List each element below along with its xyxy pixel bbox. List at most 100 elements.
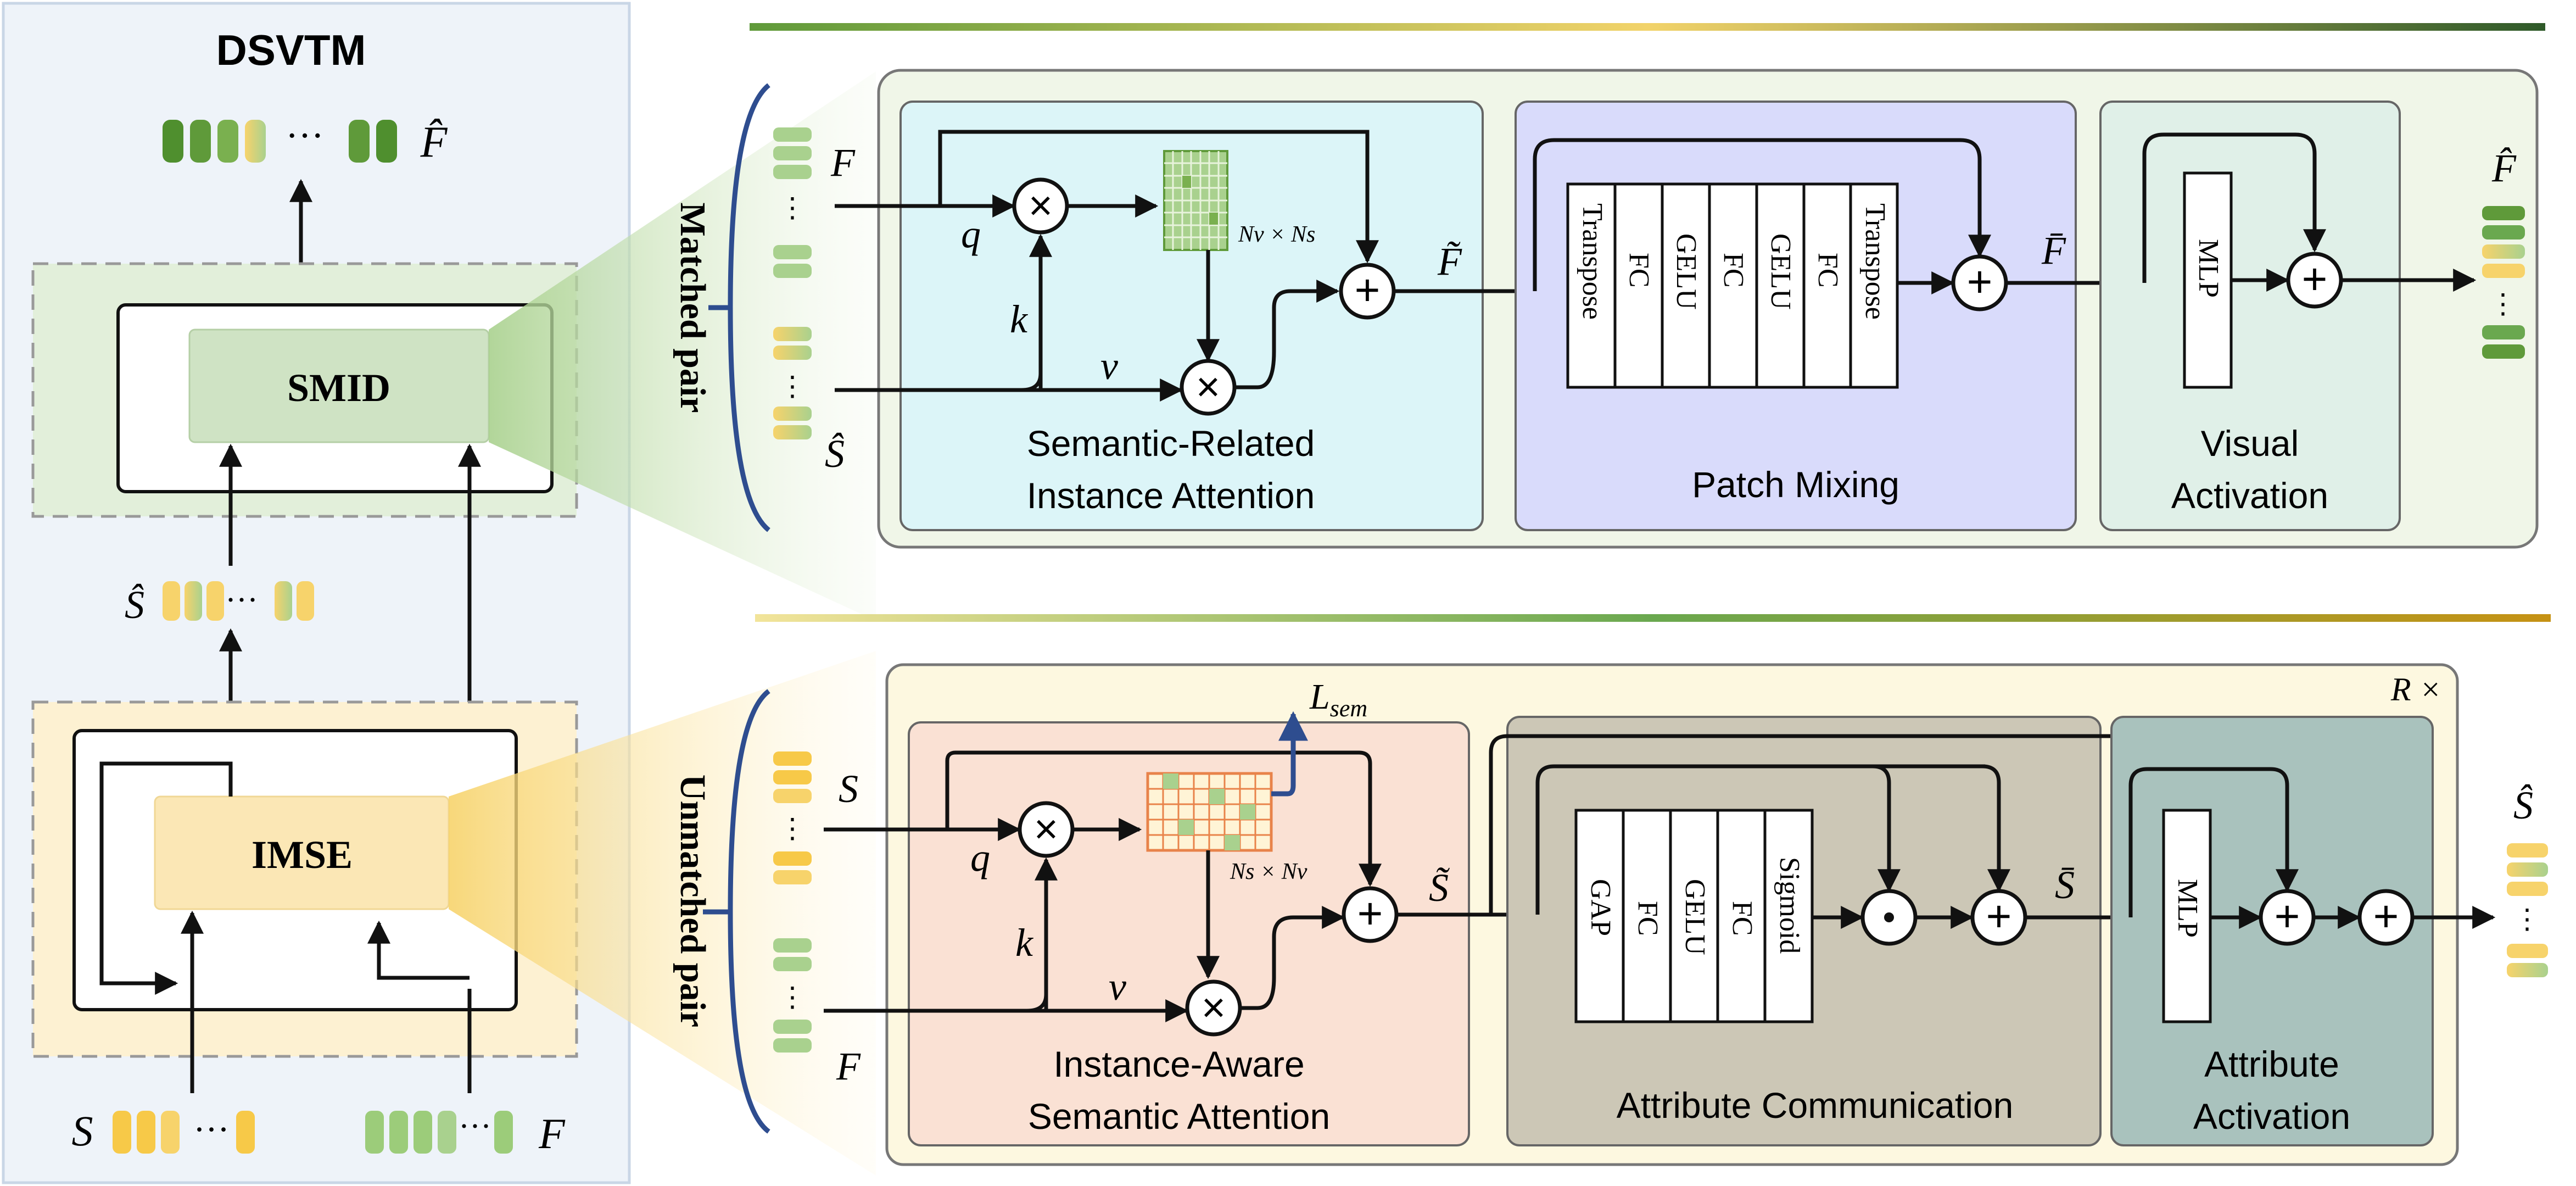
bottom-divider xyxy=(755,614,2551,622)
patch-mixing-title: Patch Mixing xyxy=(1692,464,1899,505)
va-title-line2: Activation xyxy=(2171,475,2328,516)
smid-detail: Matched pair ⋮ F ⋮ Ŝ Semantic-Related In… xyxy=(673,69,2539,549)
svg-text:⋮: ⋮ xyxy=(779,982,806,1012)
imse-zoom-funnel xyxy=(449,651,876,1176)
top-divider xyxy=(750,23,2545,31)
svg-text:+: + xyxy=(1355,265,1381,314)
output-tokens: ··· F̂ xyxy=(163,115,448,166)
svg-text:⋮: ⋮ xyxy=(779,813,806,844)
top-matmul-2 xyxy=(1180,359,1237,416)
bottom-add-1 xyxy=(1342,886,1399,943)
va-mlp: MLP xyxy=(2193,239,2224,298)
top-input-f: F xyxy=(830,141,856,185)
loss-label: Lsem xyxy=(1309,677,1367,722)
bottom-add-3 xyxy=(2259,889,2316,946)
svg-text:+: + xyxy=(2373,892,2399,940)
top-input-s-hat: Ŝ xyxy=(825,432,845,476)
svg-text:⋮: ⋮ xyxy=(2513,904,2541,934)
sria-title-line1: Semantic-Related xyxy=(1027,423,1315,464)
input-s-symbol: S xyxy=(72,1107,93,1155)
top-q-label: q xyxy=(961,212,981,256)
imse-detail: Unmatched pair ⋮ S ⋮ F R × Instance-Awar… xyxy=(673,663,2548,1166)
aa-title-line1: Attribute xyxy=(2204,1044,2339,1084)
svg-text:×: × xyxy=(1202,984,1226,1031)
input-f-tokens: ··· F xyxy=(365,1108,566,1157)
svg-text:···: ··· xyxy=(193,1110,230,1150)
top-matmul-1 xyxy=(1012,177,1069,235)
bottom-add-2 xyxy=(1970,889,2027,946)
repeat-label: R × xyxy=(2390,671,2441,708)
iasa-title-line2: Semantic Attention xyxy=(1028,1096,1330,1137)
bottom-v-label: v xyxy=(1109,965,1126,1009)
pm-layer-4: FC xyxy=(1718,253,1749,288)
top-v-label: v xyxy=(1100,344,1118,388)
top-attention-grid xyxy=(1163,150,1228,251)
ac-layer-4: FC xyxy=(1726,901,1758,936)
bottom-s-bar: S̄ xyxy=(2055,863,2075,907)
top-k-label: k xyxy=(1010,297,1029,341)
ellipsis: ··· xyxy=(286,115,324,157)
imse-label: IMSE xyxy=(252,833,353,877)
pm-layer-7: Transpose xyxy=(1859,203,1891,320)
svg-text:···: ··· xyxy=(225,582,258,618)
top-f-tilde: F̃ xyxy=(1437,240,1462,283)
svg-text:⋮: ⋮ xyxy=(779,371,806,402)
ac-layer-2: FC xyxy=(1632,901,1663,936)
ac-layer-3: GELU xyxy=(1679,879,1711,955)
bottom-grid-size: Ns × Nv xyxy=(1230,859,1307,884)
bottom-output-s-hat: Ŝ xyxy=(2513,783,2533,827)
unmatched-pair-label: Unmatched pair xyxy=(673,775,713,1027)
pm-layer-5: GELU xyxy=(1765,233,1796,310)
svg-text:+: + xyxy=(1357,889,1383,938)
matched-pair-label: Matched pair xyxy=(673,202,713,413)
s-hat-tokens: Ŝ ··· xyxy=(125,581,314,627)
ac-title: Attribute Communication xyxy=(1617,1085,2014,1126)
ac-layer-5: Sigmoid xyxy=(1774,857,1805,954)
top-add-2 xyxy=(1951,254,2008,311)
bottom-attention-grid xyxy=(1146,772,1273,852)
svg-text:×: × xyxy=(1196,364,1220,410)
svg-text:···: ··· xyxy=(459,1108,491,1144)
output-symbol: F̂ xyxy=(420,118,448,166)
va-title-line1: Visual xyxy=(2201,423,2299,464)
bottom-input-f: F xyxy=(836,1044,861,1088)
sria-title-line2: Instance Attention xyxy=(1027,475,1315,516)
svg-text:⋮: ⋮ xyxy=(2489,288,2517,319)
svg-text:×: × xyxy=(1034,806,1058,853)
bottom-s-tilde: S̃ xyxy=(1429,866,1450,910)
svg-text:+: + xyxy=(1986,892,2012,940)
s-hat-symbol: Ŝ xyxy=(125,583,144,627)
bottom-k-label: k xyxy=(1015,921,1034,965)
svg-text:+: + xyxy=(2302,254,2328,303)
smid-zoom-funnel xyxy=(489,71,876,621)
svg-text:+: + xyxy=(2275,892,2300,940)
iasa-title-line1: Instance-Aware xyxy=(1053,1044,1304,1084)
pm-layer-3: GELU xyxy=(1670,233,1702,310)
aa-mlp: MLP xyxy=(2172,879,2203,938)
bottom-matmul-2 xyxy=(1185,979,1242,1037)
bottom-q-label: q xyxy=(970,836,990,879)
dsvtm-title: DSVTM xyxy=(216,26,366,74)
ac-layer-1: GAP xyxy=(1585,879,1616,936)
svg-text:+: + xyxy=(1967,257,1993,306)
top-add-3 xyxy=(2286,252,2343,309)
svg-text:×: × xyxy=(1029,182,1053,229)
top-grid-size: Nv × Ns xyxy=(1238,222,1315,247)
bottom-input-s: S xyxy=(839,767,858,811)
bottom-add-4 xyxy=(2357,889,2415,946)
pm-layer-6: FC xyxy=(1812,253,1843,288)
pm-layer-2: FC xyxy=(1623,253,1655,288)
top-f-bar: F̄ xyxy=(2041,229,2066,272)
pm-layer-1: Transpose xyxy=(1577,203,1608,320)
top-output-f-hat: F̂ xyxy=(2491,146,2517,190)
visual-activation-module xyxy=(2099,101,2401,531)
svg-text:⋮: ⋮ xyxy=(779,192,806,223)
input-f-symbol: F xyxy=(538,1110,566,1157)
input-s-tokens: S ··· xyxy=(72,1107,255,1155)
top-add-1 xyxy=(1339,263,1396,320)
bottom-matmul-1 xyxy=(1018,801,1075,858)
aa-title-line2: Activation xyxy=(2193,1096,2350,1137)
smid-label: SMID xyxy=(287,366,390,410)
left-panel: DSVTM ··· F̂ SMID Ŝ ··· xyxy=(2,2,631,1184)
